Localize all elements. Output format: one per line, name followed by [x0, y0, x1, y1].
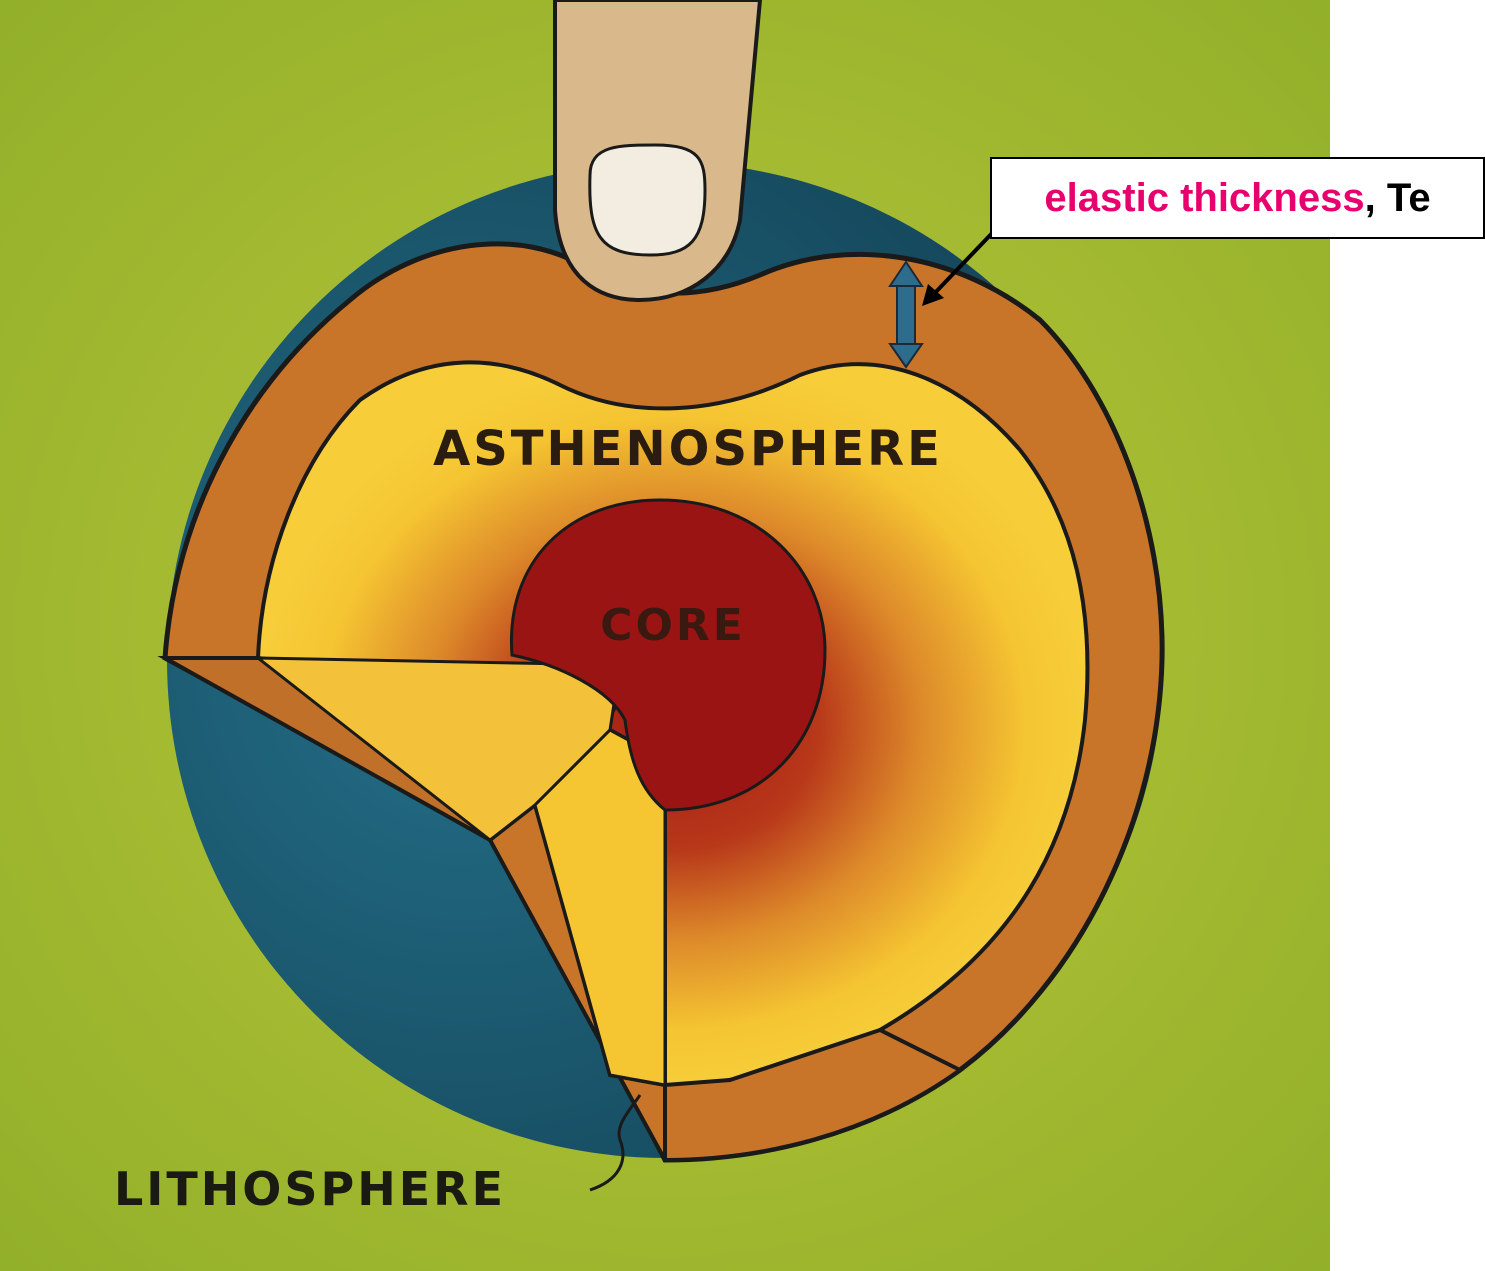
callout-term: elastic thickness — [1044, 176, 1364, 221]
elastic-thickness-callout: elastic thickness, Te — [990, 157, 1485, 239]
callout-symbol: Te — [1387, 176, 1431, 221]
lithosphere-label: LITHOSPHERE — [114, 1162, 506, 1216]
asthenosphere-label: ASTHENOSPHERE — [433, 421, 943, 477]
core-label: CORE — [600, 600, 746, 651]
callout-separator: , — [1365, 176, 1376, 221]
